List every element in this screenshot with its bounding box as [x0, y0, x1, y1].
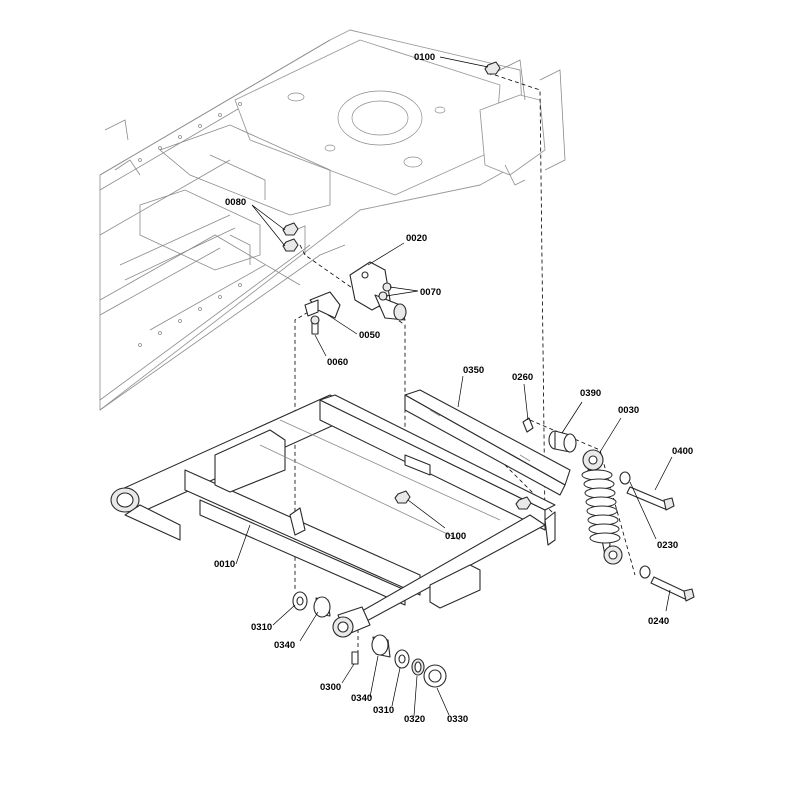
callout-0100-lower: 0100: [445, 531, 466, 542]
callout-0330: 0330: [447, 714, 468, 725]
upper-frame-assembly: [99, 29, 566, 411]
callout-labels: 0100 0080 0020 0070 0050 0060 0350 0260 …: [214, 52, 693, 725]
callout-0400: 0400: [672, 446, 693, 457]
callout-0390: 0390: [580, 388, 601, 399]
callout-0340-left: 0340: [274, 640, 295, 651]
callout-0010: 0010: [214, 559, 235, 570]
callout-0260: 0260: [512, 372, 533, 383]
callout-0230: 0230: [657, 540, 678, 551]
callout-0080: 0080: [225, 197, 246, 208]
clamp-0050: [304, 291, 341, 319]
callout-0310-right: 0310: [373, 705, 394, 716]
shock-absorber-0030: [581, 449, 623, 565]
callout-0030: 0030: [618, 405, 639, 416]
callout-0310-left: 0310: [251, 622, 272, 633]
callout-0340-right: 0340: [351, 693, 372, 704]
bracket-0020: [349, 261, 407, 321]
fasteners: [282, 61, 695, 688]
callout-0240: 0240: [648, 616, 669, 627]
callout-0300: 0300: [320, 682, 341, 693]
callout-0350: 0350: [463, 365, 484, 376]
callout-0020: 0020: [406, 233, 427, 244]
callout-0070: 0070: [420, 287, 441, 298]
leader-lines: [235, 56, 673, 717]
chassis-frame-0010: [110, 394, 556, 638]
rail-0350: [404, 389, 571, 496]
callout-0050: 0050: [359, 330, 380, 341]
callout-0320: 0320: [404, 714, 425, 725]
callout-0060: 0060: [327, 357, 348, 368]
callout-0100-upper: 0100: [414, 52, 435, 63]
